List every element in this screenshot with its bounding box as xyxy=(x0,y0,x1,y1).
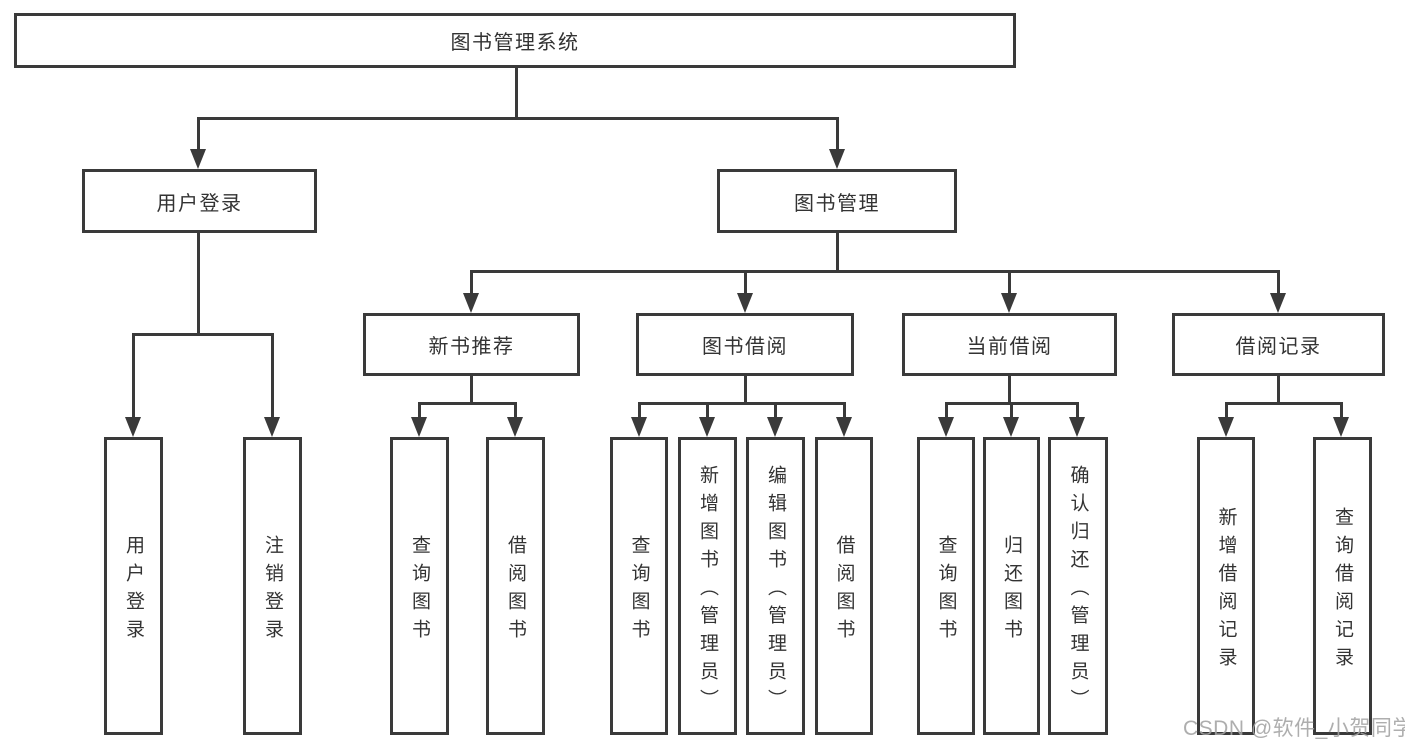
arrow-down-icon xyxy=(411,417,427,437)
node-book-borrow-label: 图书借阅 xyxy=(702,336,788,358)
node-current-borrow-label: 当前借阅 xyxy=(966,336,1053,358)
leaf-records-add: 新增借阅记录 xyxy=(1197,437,1255,735)
leaf-logout: 注销登录 xyxy=(243,437,302,735)
node-borrow-records: 借阅记录 xyxy=(1172,313,1385,376)
node-borrow-records-label: 借阅记录 xyxy=(1235,336,1322,358)
leaf-current-return: 归还图书 xyxy=(983,437,1040,735)
leaf-borrow-edit-book: 编辑图书（管理员） xyxy=(746,437,805,735)
connector-line xyxy=(271,333,274,419)
connector-line xyxy=(418,402,517,405)
leaf-records-add-label: 新增借阅记录 xyxy=(1215,506,1237,675)
node-new-book-recommend: 新书推荐 xyxy=(363,313,580,376)
node-root: 图书管理系统 xyxy=(14,13,1016,68)
arrow-down-icon xyxy=(829,149,845,169)
leaf-logout-label: 注销登录 xyxy=(262,534,283,647)
node-book-management: 图书管理 xyxy=(717,169,957,233)
leaf-borrow-query-label: 查询图书 xyxy=(628,534,650,647)
node-new-book-recommend-label: 新书推荐 xyxy=(428,336,515,358)
connector-line xyxy=(418,402,421,419)
leaf-user-login-label: 用户登录 xyxy=(123,534,144,647)
connector-line xyxy=(638,402,641,419)
node-book-borrow: 图书借阅 xyxy=(636,313,854,376)
connector-line xyxy=(1076,402,1079,419)
connector-line xyxy=(1010,402,1013,419)
connector-line xyxy=(1340,402,1343,419)
leaf-current-confirm-return-label: 确认归还（管理员） xyxy=(1067,464,1089,717)
leaf-borrow-add-book: 新增图书（管理员） xyxy=(678,437,737,735)
connector-line xyxy=(744,270,747,295)
connector-line xyxy=(638,402,846,405)
connector-line xyxy=(1277,376,1280,404)
node-book-management-label: 图书管理 xyxy=(794,192,880,215)
connector-line xyxy=(1008,376,1011,404)
connector-line xyxy=(836,117,839,154)
leaf-borrow-edit-book-label: 编辑图书（管理员） xyxy=(765,464,786,717)
leaf-borrow-borrow-book-label: 借阅图书 xyxy=(833,534,855,647)
arrow-down-icon xyxy=(190,149,206,169)
connector-line xyxy=(774,402,777,419)
arrow-down-icon xyxy=(631,417,647,437)
leaf-newbooks-borrow: 借阅图书 xyxy=(486,437,545,735)
leaf-records-query-label: 查询借阅记录 xyxy=(1332,506,1353,675)
connector-line xyxy=(132,333,135,419)
connector-line xyxy=(197,117,200,154)
leaf-user-login: 用户登录 xyxy=(104,437,163,735)
connector-line xyxy=(1277,270,1280,295)
arrow-down-icon xyxy=(125,417,141,437)
connector-line xyxy=(1008,270,1011,295)
connector-line xyxy=(1225,402,1343,405)
connector-line xyxy=(514,402,517,419)
node-current-borrow: 当前借阅 xyxy=(902,313,1117,376)
leaf-records-query: 查询借阅记录 xyxy=(1313,437,1372,735)
leaf-newbooks-borrow-label: 借阅图书 xyxy=(505,534,526,647)
arrow-down-icon xyxy=(1333,417,1349,437)
connector-line xyxy=(706,402,709,419)
arrow-down-icon xyxy=(507,417,523,437)
connector-line xyxy=(197,117,839,120)
connector-line xyxy=(470,270,1280,273)
arrow-down-icon xyxy=(1270,293,1286,313)
connector-line xyxy=(843,402,846,419)
arrow-down-icon xyxy=(463,293,479,313)
arrow-down-icon xyxy=(699,417,715,437)
connector-line xyxy=(1225,402,1228,419)
connector-line xyxy=(132,333,274,336)
connector-line xyxy=(945,402,948,419)
arrow-down-icon xyxy=(264,417,280,437)
leaf-current-confirm-return: 确认归还（管理员） xyxy=(1048,437,1108,735)
node-user-login-label: 用户登录 xyxy=(156,192,243,215)
arrow-down-icon xyxy=(1218,417,1234,437)
connector-line xyxy=(836,233,839,273)
leaf-current-query: 查询图书 xyxy=(917,437,975,735)
connector-line xyxy=(197,233,200,335)
leaf-borrow-add-book-label: 新增图书（管理员） xyxy=(697,464,718,717)
leaf-borrow-borrow-book: 借阅图书 xyxy=(815,437,873,735)
leaf-newbooks-query: 查询图书 xyxy=(390,437,449,735)
arrow-down-icon xyxy=(1069,417,1085,437)
arrow-down-icon xyxy=(1003,417,1019,437)
connector-line xyxy=(515,68,518,119)
leaf-current-query-label: 查询图书 xyxy=(935,534,957,647)
leaf-newbooks-query-label: 查询图书 xyxy=(409,534,430,647)
arrow-down-icon xyxy=(1001,293,1017,313)
connector-line xyxy=(744,376,747,404)
connector-line xyxy=(470,376,473,404)
node-user-login: 用户登录 xyxy=(82,169,317,233)
leaf-borrow-query: 查询图书 xyxy=(610,437,668,735)
connector-line xyxy=(470,270,473,295)
csdn-watermark: CSDN @软件_小贺同学 xyxy=(1183,717,1405,740)
arrow-down-icon xyxy=(938,417,954,437)
arrow-down-icon xyxy=(737,293,753,313)
node-root-label: 图书管理系统 xyxy=(450,32,580,54)
leaf-current-return-label: 归还图书 xyxy=(1001,534,1022,647)
arrow-down-icon xyxy=(836,417,852,437)
arrow-down-icon xyxy=(767,417,783,437)
